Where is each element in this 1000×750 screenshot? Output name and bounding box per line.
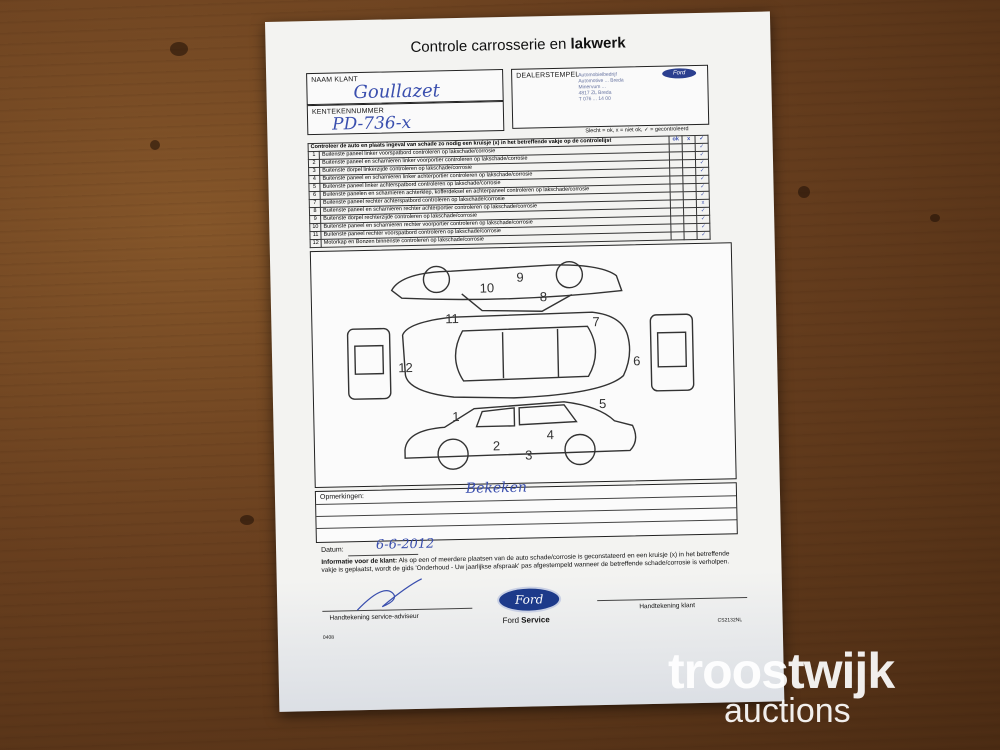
wood-knot bbox=[798, 186, 810, 198]
dealer-ford-logo: Ford bbox=[662, 67, 697, 79]
legend: Slecht = ok, x = niet ok, ✓ = gecontrole… bbox=[585, 126, 689, 135]
advisor-signature-scribble bbox=[356, 578, 422, 611]
diagram-number: 3 bbox=[524, 447, 533, 463]
form-title: Controle carrosserie en lakwerk bbox=[410, 34, 626, 56]
date-label: Datum: bbox=[321, 546, 344, 554]
diagram-number: 5 bbox=[598, 395, 607, 412]
diagram-number: 6 bbox=[633, 353, 641, 369]
watermark-sub: auctions bbox=[724, 692, 851, 730]
car-outline-drawing bbox=[346, 260, 695, 470]
date-value: 6-6-2012 bbox=[375, 536, 435, 553]
diagram-number: 9 bbox=[516, 269, 524, 285]
diagram-number: 1 bbox=[452, 409, 460, 425]
form-code-right: CS2132NL bbox=[717, 617, 743, 624]
customer-signature-label: Handtekening klant bbox=[639, 602, 696, 611]
diagram-number: 2 bbox=[492, 438, 501, 454]
wood-knot bbox=[240, 515, 254, 525]
row-mark: ✓ bbox=[696, 183, 710, 192]
remarks-box: Opmerkingen: Bekeken bbox=[314, 479, 738, 544]
diagram-number: 7 bbox=[592, 314, 600, 330]
wood-knot bbox=[150, 140, 160, 150]
row-mark: ✓ bbox=[696, 191, 710, 200]
diagram-number: 10 bbox=[479, 280, 495, 296]
dealer-stamp-text: Automobielbedrijf Automotive ... Breda M… bbox=[578, 71, 624, 103]
checklist-table: Controleer de auto en plaats ingeval van… bbox=[308, 135, 711, 248]
dealer-stamp-label: DEALERSTEMPEL bbox=[516, 71, 580, 80]
diagram-number: 11 bbox=[445, 311, 459, 327]
inspection-form: Controle carrosserie en lakwerk NAAM KLA… bbox=[265, 11, 785, 712]
wood-knot bbox=[930, 214, 940, 222]
remarks-value: Bekeken bbox=[465, 479, 528, 497]
diagram-number: 12 bbox=[398, 359, 413, 376]
row-mark: ✓ bbox=[697, 231, 711, 240]
diagram-number: 8 bbox=[539, 289, 548, 305]
ford-service-text: Ford Service bbox=[502, 615, 550, 626]
remarks-label: Opmerkingen: bbox=[319, 493, 365, 501]
date-line bbox=[348, 553, 419, 557]
license-plate-box: KENTEKENNUMMER PD-736-x bbox=[306, 101, 505, 136]
customer-name-label: NAAM KLANT bbox=[311, 76, 359, 85]
diagram-number: 4 bbox=[546, 427, 555, 443]
customer-name-value: Goullazet bbox=[353, 80, 441, 104]
car-diagram: 1 2 3 4 5 6 7 8 9 10 11 12 bbox=[309, 242, 737, 489]
form-code-left: 0408 bbox=[322, 634, 335, 641]
watermark-brand: troostwijk bbox=[668, 643, 895, 699]
customer-name-box: NAAM KLANT Goullazet bbox=[306, 69, 504, 106]
wood-knot bbox=[170, 42, 188, 56]
dealer-stamp-box: DEALERSTEMPEL Ford Automobielbedrijf Aut… bbox=[511, 64, 710, 129]
license-plate-value: PD-736-x bbox=[331, 112, 412, 135]
row-mark: x bbox=[696, 199, 710, 208]
